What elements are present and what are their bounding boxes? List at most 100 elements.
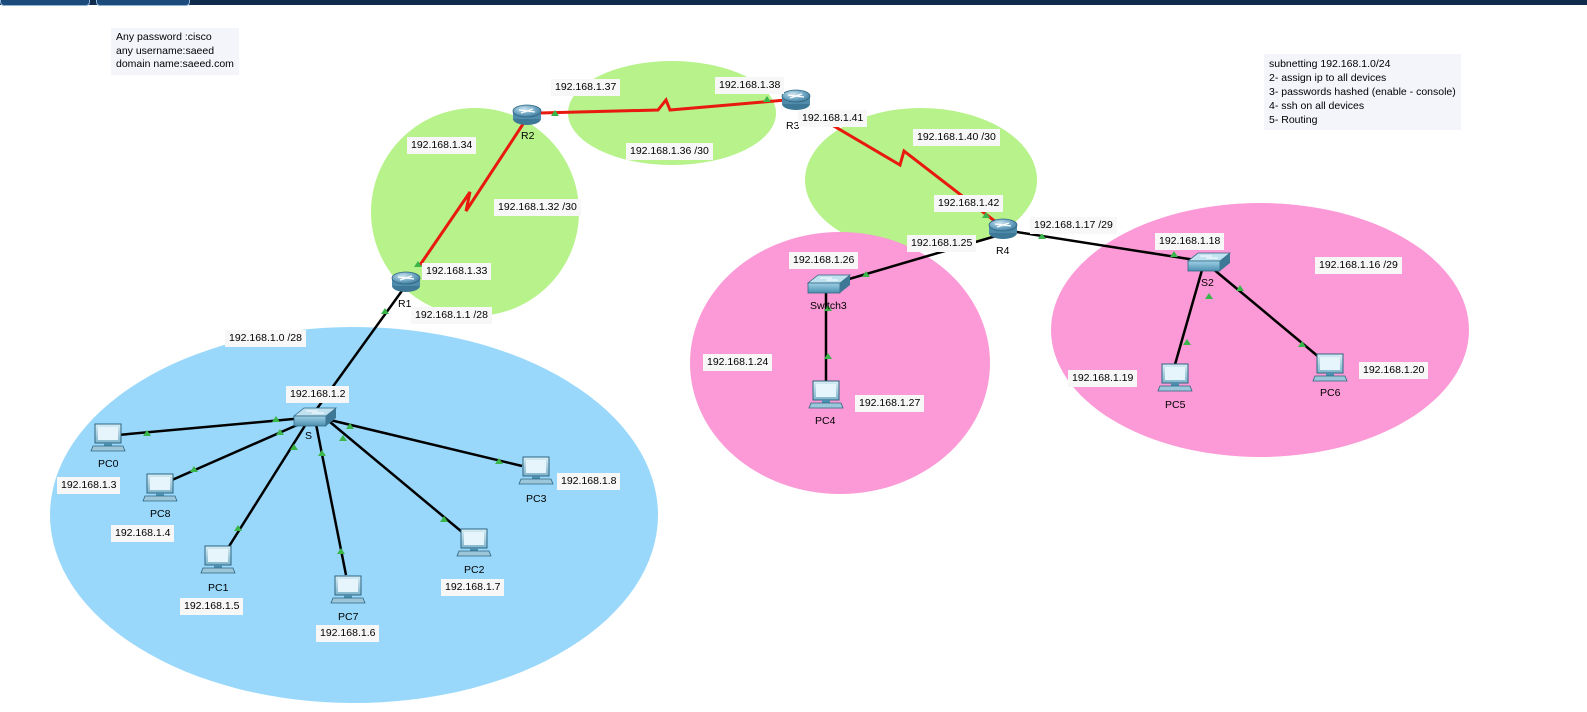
ip-label: 192.168.1.41 — [798, 110, 868, 127]
pc-pc5[interactable] — [1157, 363, 1193, 392]
pc-pc8[interactable] — [142, 473, 178, 502]
top-toolbar — [0, 0, 1587, 6]
ip-label: 192.168.1.37 — [551, 79, 621, 96]
link-up-marker — [290, 444, 298, 450]
credentials-note-line: domain name:saeed.com — [116, 58, 234, 70]
credentials-note-line: any username:saeed — [116, 44, 215, 57]
device-label-pc3: PC3 — [526, 493, 547, 505]
link-up-marker — [1205, 293, 1213, 299]
ip-label: 192.168.1.34 — [407, 137, 477, 154]
serial-link-r3-r4 — [809, 110, 997, 224]
ip-label: 192.168.1.18 — [1155, 233, 1225, 250]
ip-label: 192.168.1.6 — [316, 625, 380, 642]
device-label-r4: R4 — [996, 245, 1010, 257]
router-r4[interactable] — [988, 218, 1018, 239]
pc-pc2[interactable] — [456, 528, 492, 557]
link-up-marker — [982, 212, 990, 218]
ip-label: 192.168.1.7 — [441, 579, 505, 596]
ip-label: 192.168.1.19 — [1068, 370, 1138, 387]
network-label: 192.168.1.24 — [703, 354, 773, 371]
link-up-marker — [143, 430, 151, 436]
link-up-marker — [414, 261, 422, 267]
link-up-marker — [1183, 339, 1191, 345]
tasks-note-line: 2- assign ip to all devices — [1269, 72, 1387, 84]
pc-pc4[interactable] — [808, 380, 844, 409]
switch-switch3[interactable] — [806, 274, 852, 294]
device-label-s2: S2 — [1201, 277, 1214, 289]
pc-pc6[interactable] — [1312, 353, 1348, 382]
router-r3[interactable] — [781, 89, 811, 110]
serial-link-r2-r3 — [539, 97, 787, 115]
link-up-marker — [495, 458, 503, 464]
link-up-marker — [763, 96, 771, 102]
ip-label: 192.168.1.25 — [907, 235, 977, 252]
ip-label: 192.168.1.8 — [557, 473, 621, 490]
ip-label: 192.168.1.5 — [180, 598, 244, 615]
tasks-note-line: 5- Routing — [1269, 114, 1318, 126]
link-up-marker — [1298, 341, 1306, 347]
link-up-marker — [190, 466, 198, 472]
link-s-pc2 — [329, 421, 463, 533]
link-up-marker — [824, 353, 832, 359]
credentials-note[interactable]: Any password :cisco any username:saeed d… — [111, 28, 239, 75]
link-up-marker — [1236, 285, 1244, 291]
zone-lan-192-168-1-0 — [50, 327, 658, 703]
toolbar-button[interactable] — [0, 0, 90, 6]
pc-pc0[interactable] — [90, 423, 126, 452]
switch-s2[interactable] — [1186, 252, 1232, 272]
router-r1[interactable] — [391, 271, 421, 292]
ip-label: 192.168.1.4 — [111, 525, 175, 542]
link-up-marker — [824, 305, 832, 311]
switch-s[interactable] — [292, 407, 338, 427]
network-label: 192.168.1.16 /29 — [1315, 257, 1402, 274]
serial-link-r1-r2 — [418, 117, 529, 266]
zone-lan-192-168-1-16 — [1051, 203, 1469, 457]
tasks-note-line: subnetting 192.168.1.0/24 — [1269, 58, 1391, 70]
link-up-marker — [1170, 251, 1178, 257]
link-status-markers — [143, 96, 1306, 554]
tasks-note[interactable]: subnetting 192.168.1.0/24 2- assign ip t… — [1264, 54, 1461, 130]
device-label-s: S — [305, 430, 313, 442]
link-s2-pc5 — [1172, 269, 1204, 369]
device-label-pc5: PC5 — [1165, 399, 1186, 411]
link-up-marker — [337, 548, 345, 554]
ip-label: 192.168.1.38 — [715, 77, 785, 94]
link-s-pc1 — [226, 423, 308, 549]
link-up-marker — [381, 308, 389, 314]
network-label: 192.168.1.0 /28 — [225, 330, 306, 347]
link-up-marker — [276, 429, 284, 435]
pc-pc1[interactable] — [200, 545, 236, 574]
link-up-marker — [862, 271, 870, 277]
ip-label: 192.168.1.42 — [934, 195, 1004, 212]
network-label: 192.168.1.36 /30 — [626, 143, 713, 160]
zone-lan-192-168-1-24 — [690, 232, 990, 494]
ip-label: 192.168.1.3 — [57, 477, 121, 494]
ip-label: 192.168.1.26 — [789, 252, 859, 269]
ip-label: 192.168.1.27 — [855, 395, 925, 412]
device-label-pc0: PC0 — [98, 458, 119, 470]
link-up-marker — [1038, 233, 1046, 239]
link-up-marker — [440, 516, 448, 522]
link-s-pc3 — [329, 418, 523, 468]
device-label-pc6: PC6 — [1320, 387, 1341, 399]
device-label-pc7: PC7 — [338, 611, 359, 623]
device-label-r3: R3 — [786, 120, 800, 132]
link-up-marker — [272, 416, 280, 422]
router-r2[interactable] — [512, 104, 542, 125]
ip-label: 192.168.1.17 /29 — [1030, 217, 1117, 234]
link-up-marker — [339, 435, 347, 441]
network-label: 192.168.1.40 /30 — [913, 129, 1000, 146]
device-label-pc8: PC8 — [150, 508, 171, 520]
toolbar-button[interactable] — [96, 0, 190, 6]
ip-label: 192.168.1.20 — [1359, 362, 1429, 379]
link-up-marker — [551, 110, 559, 116]
pc-pc7[interactable] — [330, 575, 366, 604]
device-label-pc4: PC4 — [815, 415, 836, 427]
device-label-pc2: PC2 — [464, 564, 485, 576]
ip-label: 192.168.1.33 — [422, 263, 492, 280]
link-up-marker — [318, 450, 326, 456]
credentials-note-line: Any password :cisco — [116, 31, 212, 43]
link-up-marker — [346, 423, 354, 429]
tasks-note-line: 4- ssh on all devices — [1269, 100, 1365, 112]
pc-pc3[interactable] — [518, 456, 554, 485]
